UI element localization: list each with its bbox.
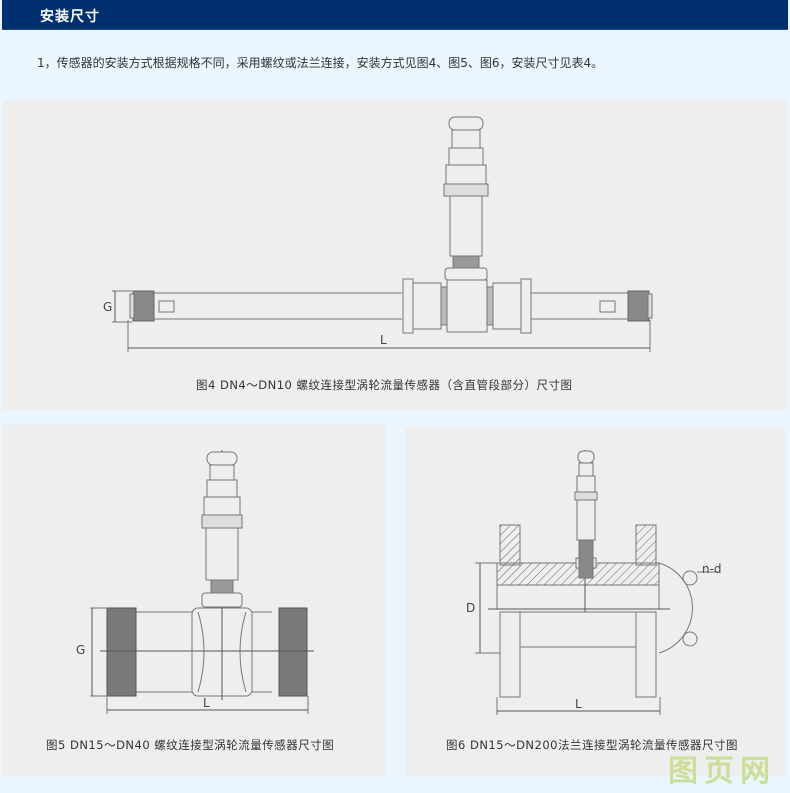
dimension-label-l: L xyxy=(203,696,210,710)
dimension-label-g: G xyxy=(76,643,86,657)
figure-5-panel xyxy=(2,425,385,776)
watermark: 图页网 xyxy=(668,754,776,789)
intro-paragraph: 1，传感器的安装方式根据规格不同，采用螺纹或法兰连接，安装方式见图4、图5、图6… xyxy=(37,56,604,70)
section-title: 安装尺寸 xyxy=(40,9,100,25)
dimension-label-g: G xyxy=(103,300,113,314)
figure-5-caption: 图5 DN15～DN40 螺纹连接型涡轮流量传感器尺寸图 xyxy=(46,738,335,752)
figure-6-caption: 图6 DN15～DN200法兰连接型涡轮流量传感器尺寸图 xyxy=(446,738,738,752)
figure-6-panel xyxy=(405,427,785,776)
dimension-label-l: L xyxy=(575,697,582,711)
section-header: 安装尺寸 xyxy=(2,0,788,30)
dimension-label-d: D xyxy=(466,601,476,615)
dimension-label-l: L xyxy=(380,333,387,347)
dimension-label-n-d: n-d xyxy=(702,562,722,576)
figure-4-caption: 图4 DN4～DN10 螺纹连接型涡轮流量传感器（含直管段部分）尺寸图 xyxy=(196,378,573,392)
figure-4-panel xyxy=(3,100,787,410)
